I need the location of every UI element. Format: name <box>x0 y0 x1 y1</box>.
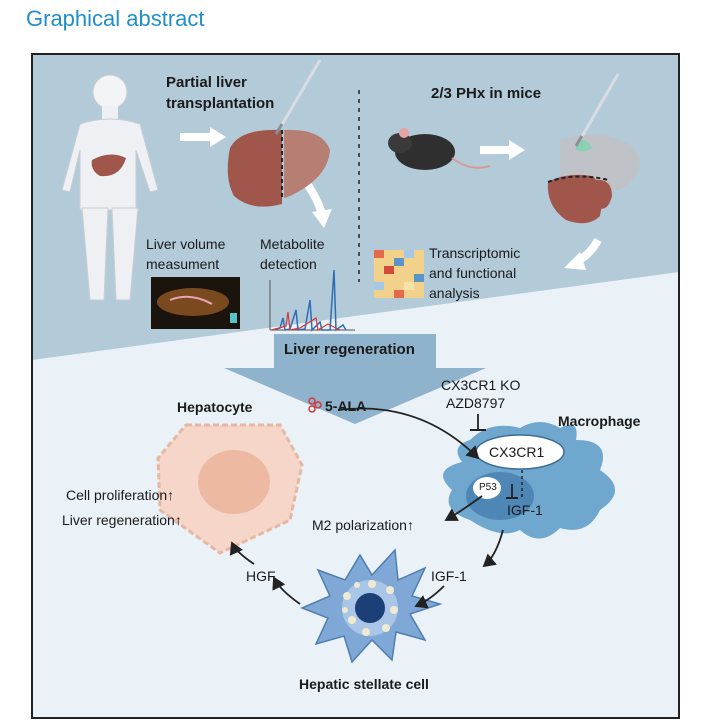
igf1-inner-label: IGF-1 <box>507 502 543 518</box>
macrophage-label: Macrophage <box>558 413 641 429</box>
liver-regeneration-label: Liver regeneration↑ <box>62 512 182 528</box>
p53-to-m2-arrow <box>444 495 483 521</box>
hepatocyte-cell <box>156 423 304 555</box>
cx3cr1-receptor-label: CX3CR1 <box>489 444 545 460</box>
graphical-abstract-title: Graphical abstract <box>26 6 205 31</box>
partial-liver-title-1: Partial liver <box>166 74 247 91</box>
scalpel-icon-2 <box>578 73 620 141</box>
hgf-label: HGF <box>246 568 276 584</box>
igf1-outer-label: IGF-1 <box>431 568 467 584</box>
up-arrow-icon: ↑ <box>406 517 414 533</box>
hepatic-stellate-cell <box>300 548 443 664</box>
ala-to-p53-arrow <box>337 407 480 460</box>
ala-molecule-icon <box>308 397 322 413</box>
ala-label: 5-ALA <box>325 398 367 414</box>
up-arrow-icon: ↑ <box>167 487 175 503</box>
m2-polarization-label: M2 polarization↑ <box>312 517 414 533</box>
igf1-arrow <box>414 585 445 609</box>
figure-frame <box>31 53 680 719</box>
ko-label-2: AZD8797 <box>446 395 506 411</box>
analysis-label-1: Transcriptomic <box>429 245 521 261</box>
human-body-icon <box>61 74 159 301</box>
hgf-to-hepatocyte-arrow <box>229 541 255 565</box>
liver-regeneration-banner: Liver regeneration <box>284 341 415 358</box>
hepatocyte-label: Hepatocyte <box>177 399 253 415</box>
stellate-cell-label: Hepatic stellate cell <box>299 676 429 692</box>
mouse-icon <box>388 128 491 170</box>
scalpel-icon <box>278 59 322 129</box>
volume-label-1: Liver volume <box>146 236 226 252</box>
analysis-label-2: and functional <box>429 265 517 281</box>
human-liver-icon <box>227 129 330 207</box>
mouse-liver-icon <box>547 134 640 224</box>
igf1-to-stellate-path <box>482 529 504 568</box>
metabolite-spectrum-icon <box>269 269 355 332</box>
stellate-to-hgf-arrow <box>272 576 301 605</box>
volume-label-2: measument <box>146 256 220 272</box>
up-arrow-icon: ↑ <box>174 512 182 528</box>
regeneration-arrow <box>224 334 486 424</box>
cell-proliferation-label: Cell proliferation↑ <box>66 487 175 503</box>
metabolite-label-2: detection <box>260 256 317 272</box>
heatmap-icon <box>374 250 424 298</box>
ko-label-1: CX3CR1 KO <box>441 377 521 393</box>
macrophage-cell <box>443 422 615 539</box>
metabolite-label-1: Metabolite <box>260 236 325 252</box>
phx-title: 2/3 PHx in mice <box>431 85 542 102</box>
analysis-label-3: analysis <box>429 285 480 301</box>
partial-liver-title-2: transplantation <box>166 95 275 112</box>
p53-label: P53 <box>479 482 497 493</box>
